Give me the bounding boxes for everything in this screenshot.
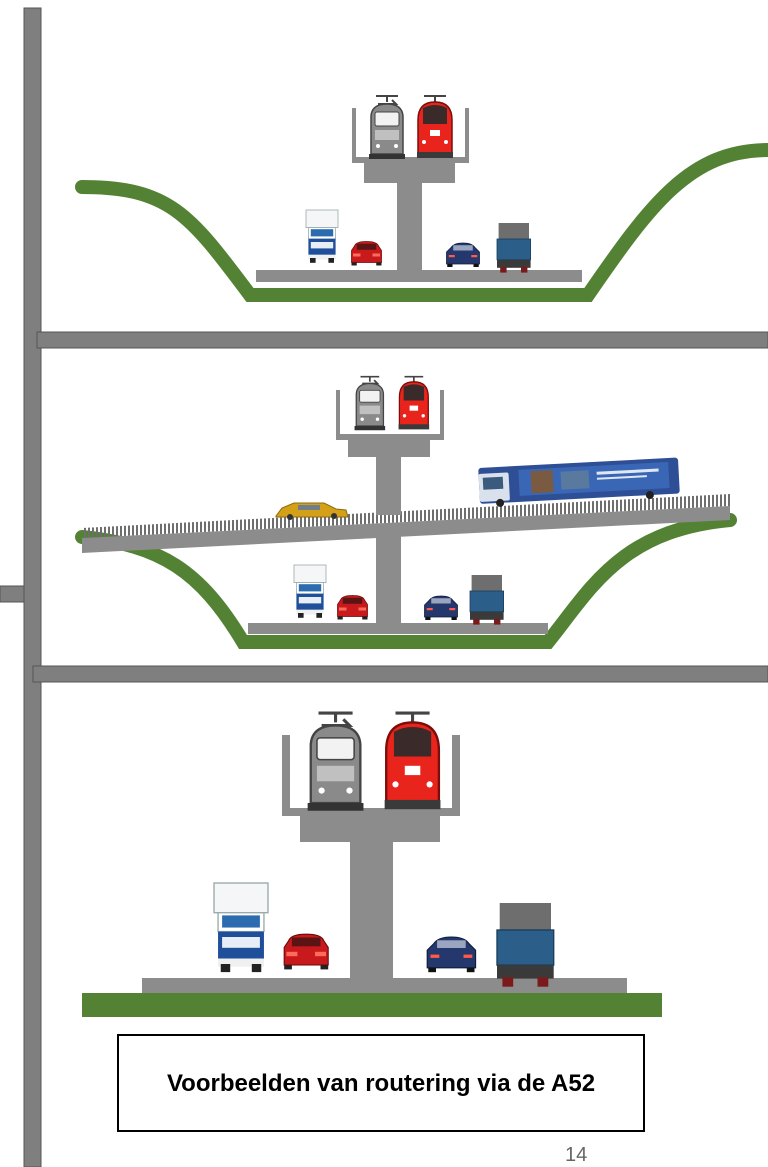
caption-text: Voorbeelden van routering via de A52 bbox=[167, 1067, 595, 1100]
rail-cap-1 bbox=[364, 163, 455, 183]
train-red-1 bbox=[417, 96, 453, 158]
road-deck-3 bbox=[142, 978, 627, 993]
train-grey-2 bbox=[355, 377, 386, 431]
pillar-1 bbox=[397, 180, 422, 272]
pillar-3 bbox=[350, 840, 393, 980]
car-red-1 bbox=[352, 242, 382, 266]
frame-divider-2 bbox=[33, 666, 768, 682]
truck-white-1 bbox=[306, 210, 338, 263]
train-grey-3 bbox=[308, 713, 364, 811]
truck-dark-2 bbox=[470, 575, 504, 625]
car-yellow-2 bbox=[276, 503, 348, 520]
car-red-3 bbox=[284, 934, 328, 969]
rail-cap-3 bbox=[300, 814, 440, 842]
panel-2 bbox=[82, 377, 730, 642]
panel-1 bbox=[82, 96, 768, 295]
car-blue-3 bbox=[427, 937, 475, 972]
car-blue-2 bbox=[425, 596, 458, 620]
caption-box: Voorbeelden van routering via de A52 bbox=[117, 1034, 645, 1132]
train-grey-1 bbox=[369, 96, 405, 159]
truck-dark-1 bbox=[497, 223, 531, 273]
rail-cap-2 bbox=[348, 440, 430, 457]
frame-left-stub bbox=[0, 586, 24, 602]
frame-left-post bbox=[24, 8, 41, 1167]
truck-dark-3 bbox=[497, 903, 554, 987]
frame-divider-1 bbox=[37, 332, 768, 348]
train-red-2 bbox=[399, 377, 430, 430]
grass-ground-3 bbox=[82, 993, 662, 1017]
pillar-2-upper bbox=[376, 455, 401, 515]
panel-3 bbox=[82, 713, 662, 1017]
pillar-2-lower bbox=[376, 530, 401, 625]
car-blue-1 bbox=[447, 243, 480, 267]
car-red-2 bbox=[338, 596, 368, 620]
truck-white-2 bbox=[294, 565, 326, 618]
page-number: 14 bbox=[565, 1144, 587, 1167]
truck-white-3 bbox=[214, 883, 268, 972]
train-red-3 bbox=[385, 713, 441, 809]
